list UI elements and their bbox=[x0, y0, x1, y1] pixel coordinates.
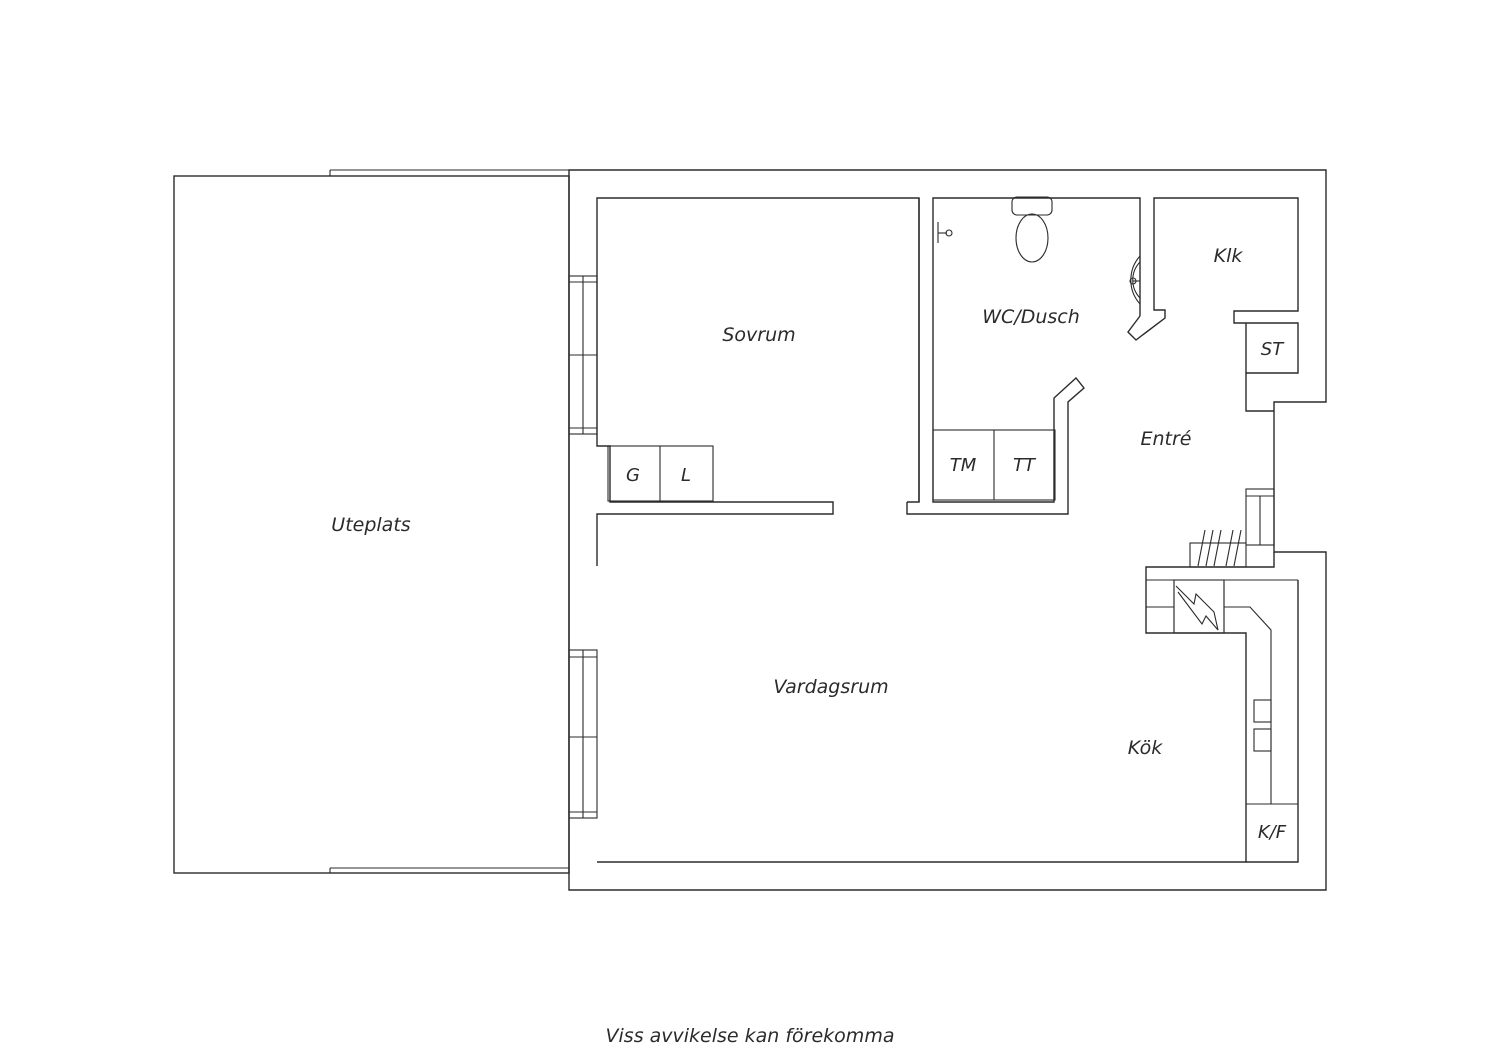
room-label-st: ST bbox=[1261, 339, 1285, 360]
room-label-kok: Kök bbox=[1128, 737, 1163, 759]
bedroom-wall bbox=[596, 197, 920, 566]
toilet-icon bbox=[1011, 196, 1053, 263]
kitchen-wall bbox=[597, 552, 1275, 863]
kitchen-side-wall bbox=[1246, 580, 1299, 863]
fixture-label-g: G bbox=[626, 465, 640, 486]
kitchen-counter bbox=[1146, 579, 1298, 805]
room-label-uteplats: Uteplats bbox=[331, 514, 410, 536]
entrance-door bbox=[1245, 488, 1275, 546]
room-label-klk: Klk bbox=[1214, 245, 1244, 267]
room-label-vardagsrum: Vardagsrum bbox=[773, 676, 888, 698]
window-bedroom bbox=[568, 275, 598, 435]
window-living-room bbox=[568, 649, 598, 819]
wardrobe-units bbox=[607, 445, 714, 502]
sink-icon bbox=[1129, 255, 1141, 305]
room-label-wc-dusch: WC/Dusch bbox=[982, 306, 1080, 328]
fixture-label-tt: TT bbox=[1013, 455, 1037, 476]
fixture-label-tm: TM bbox=[950, 455, 977, 476]
room-label-sovrum: Sovrum bbox=[722, 324, 795, 346]
laundry-units bbox=[932, 429, 1056, 501]
disclaimer-text: Viss avvikelse kan förekomma bbox=[606, 1025, 895, 1047]
shower-icon bbox=[937, 222, 953, 243]
fixture-label-l: L bbox=[681, 465, 691, 486]
oven-icon bbox=[1253, 699, 1272, 752]
fixture-label-kf: K/F bbox=[1258, 822, 1287, 843]
stove-icon bbox=[1173, 579, 1225, 634]
coat-rack bbox=[1189, 529, 1247, 568]
closet-wall bbox=[1127, 197, 1299, 412]
bathroom-wall bbox=[906, 197, 1141, 515]
room-label-entre: Entré bbox=[1141, 428, 1192, 450]
